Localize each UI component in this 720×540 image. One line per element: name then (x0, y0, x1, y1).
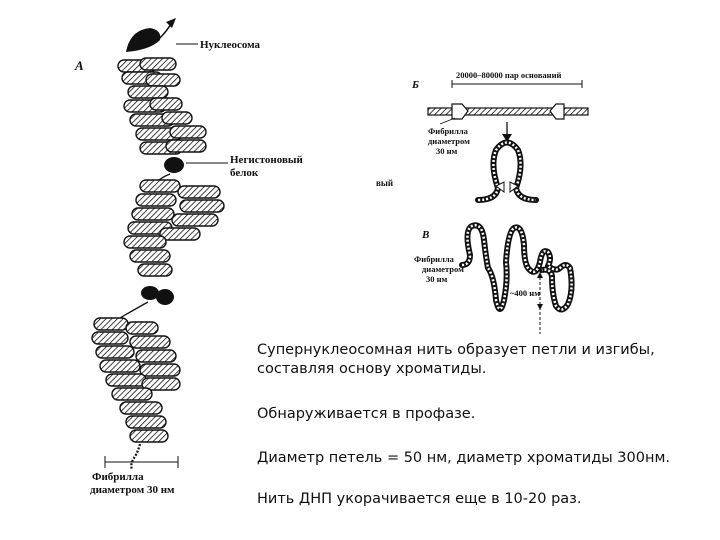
panel-b: Б 20000–80000 пар оснований Фибрилла диа… (411, 70, 589, 203)
fibril-b-label-3: 30 нм (436, 146, 458, 156)
arrow-icon (166, 18, 176, 28)
fibril-v-label-3: 30 нм (426, 274, 448, 284)
middle-stack (123, 179, 225, 277)
loop-inner (477, 141, 537, 202)
nucleosome-top (126, 28, 161, 52)
protein-dot-right (156, 289, 174, 305)
nonhistone-protein (164, 157, 184, 173)
protein-dot-left (141, 286, 159, 300)
looped-fibril-inner (461, 224, 573, 311)
nucleosome-label: Нуклеосома (200, 39, 261, 51)
panel-v: В Фибрилла диаметром 30 нм ~400 нм (414, 222, 575, 334)
upper-stack (117, 57, 207, 155)
fibril-b-label-1: Фибрилла (428, 126, 469, 136)
nonhistone-label-1: Негистоновый (230, 154, 304, 166)
fibril-v-label-2: диаметром (422, 264, 464, 274)
label-b: Б (411, 79, 419, 91)
caption-loops: Супернуклеосомная нить образует петли и … (257, 342, 655, 377)
caption-shortening: Нить ДНП укорачивается еще в 10-20 раз. (257, 491, 582, 507)
caption-diameters: Диаметр петель = 50 нм, диаметр хроматид… (257, 450, 670, 466)
lower-stack (91, 317, 181, 443)
fibril-bottom-label-2: диаметром 30 нм (90, 484, 175, 496)
fibril-linear (427, 107, 589, 116)
label-a: А (74, 58, 84, 73)
label-v: В (421, 229, 429, 241)
fragment-text: вый (376, 178, 393, 188)
fibril-bottom-label-1: Фибрилла (92, 471, 144, 483)
fibril-tail (130, 443, 142, 471)
anchor-right (549, 103, 565, 120)
fibril-v-label-1: Фибрилла (414, 254, 455, 264)
loop-outer (475, 139, 539, 203)
bp-range-label: 20000–80000 пар оснований (456, 70, 561, 80)
panel-a: А Нуклеосома Негистоновый белок (74, 18, 304, 496)
down-arrow-icon (502, 134, 512, 142)
nonhistone-label-2: белок (230, 167, 259, 179)
caption-prophase: Обнаруживается в профазе. (257, 406, 476, 422)
loop-size-label: ~400 нм (510, 288, 540, 298)
anchor-left (451, 103, 469, 120)
fibril-b-label-2: диаметром (428, 136, 470, 146)
